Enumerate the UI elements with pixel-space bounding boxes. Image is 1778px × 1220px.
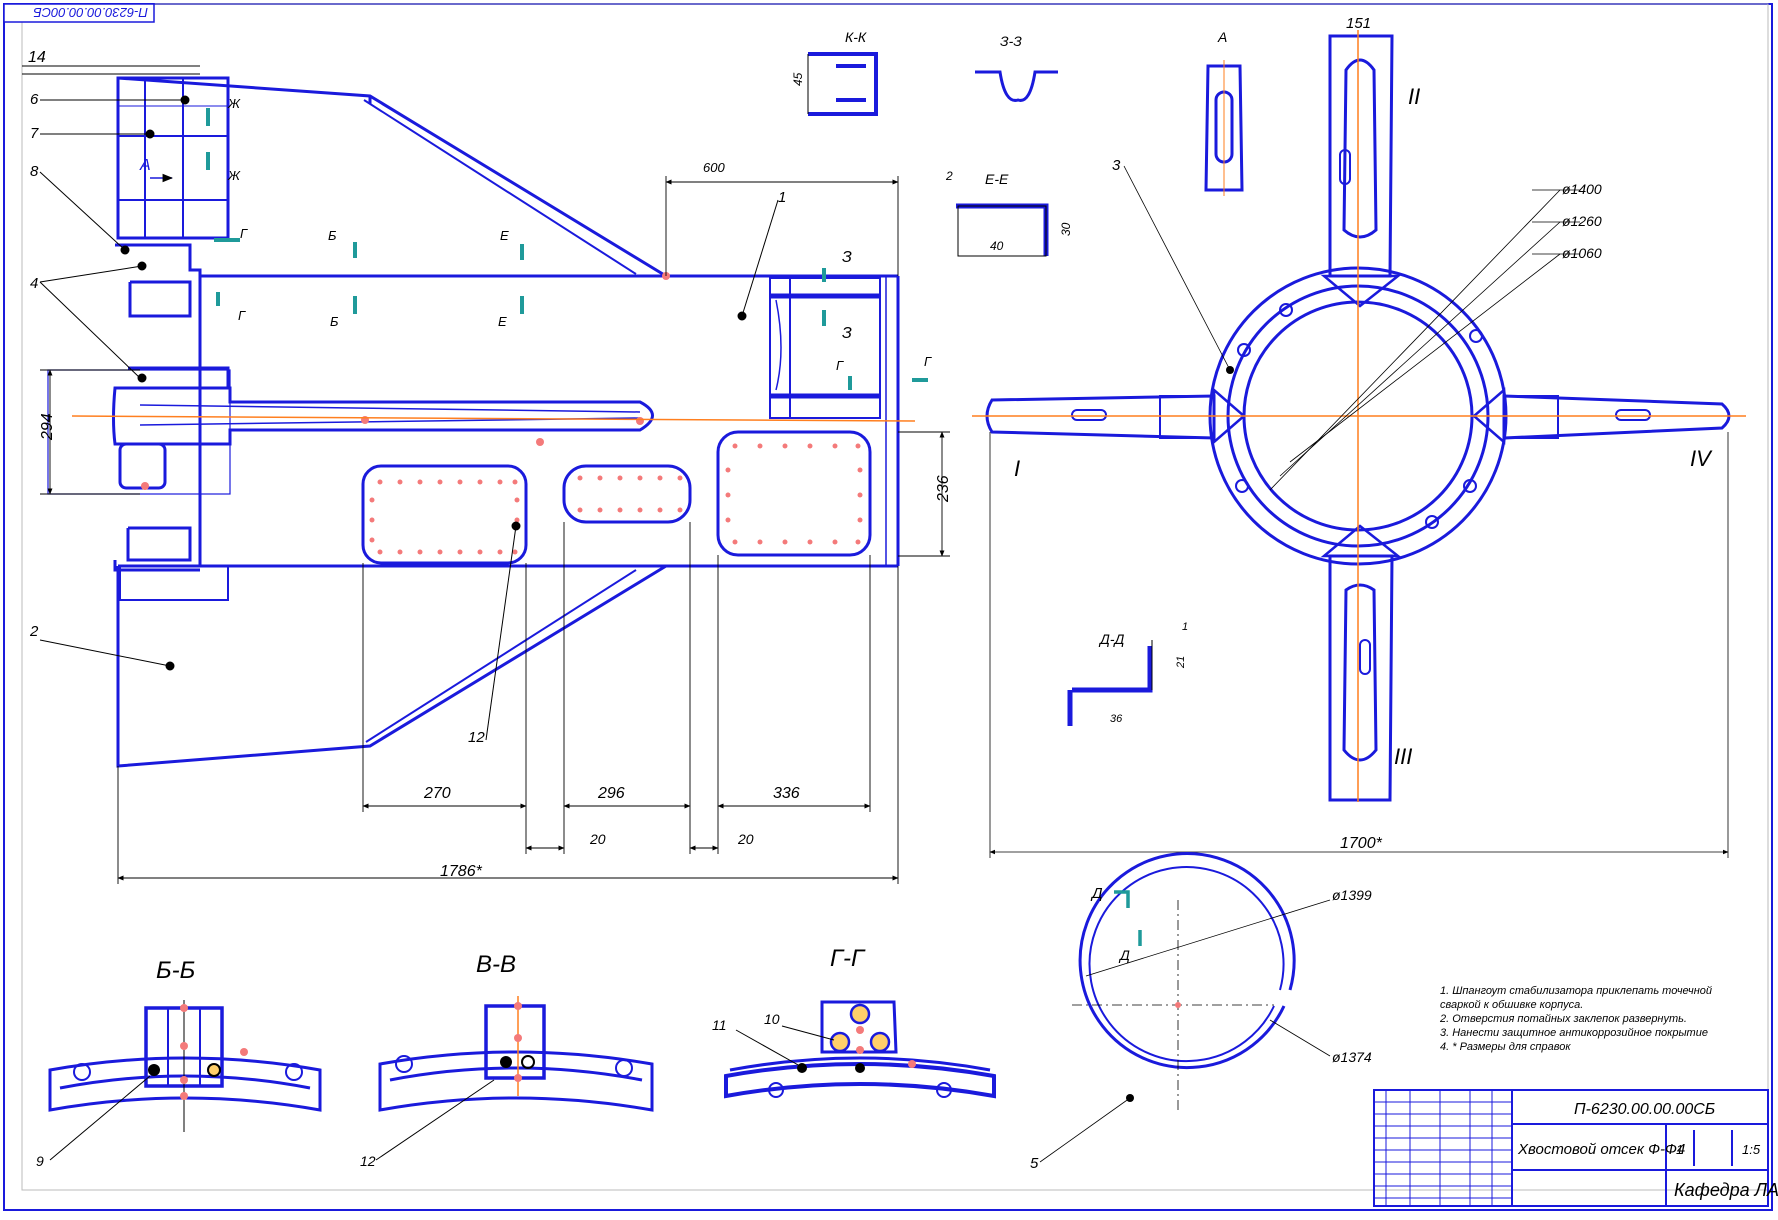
dim-20b: 20 xyxy=(737,831,754,847)
dim-20a: 20 xyxy=(589,831,606,847)
section-zz: З-З xyxy=(975,33,1058,102)
code-stamp: П-6230.00.00.00СБ xyxy=(33,5,148,20)
note-4: 4. * Размеры для справок xyxy=(1440,1041,1571,1053)
vv-callout-12: 12 xyxy=(360,1153,376,1169)
dia-1060: ø1060 xyxy=(1562,245,1602,261)
bb-callout-9: 9 xyxy=(36,1153,44,1169)
gg-callout-10: 10 xyxy=(764,1011,780,1027)
view-mark-a: А xyxy=(139,157,151,174)
title-code: П-6230.00.00.00СБ xyxy=(1574,1101,1715,1118)
section-kk: К-К 45 xyxy=(791,29,878,116)
section-dd: Д-Д 36 21 1 xyxy=(1067,621,1188,726)
roman-3: III xyxy=(1394,744,1412,769)
section-gg-title: Г-Г xyxy=(830,945,866,972)
ring-callout-5: 5 xyxy=(1030,1155,1039,1172)
section-ee: Е-Е 40 30 2 xyxy=(945,169,1073,257)
kk-dim: 45 xyxy=(791,72,805,86)
roman-1: I xyxy=(1014,456,1020,481)
dim-1700: 1700* xyxy=(1340,835,1383,852)
dim-236: 236 xyxy=(935,475,952,503)
title-block xyxy=(1373,1089,1769,1207)
fin-top-size: 151 xyxy=(1346,15,1371,32)
main-dimensions xyxy=(22,65,950,884)
note-1: 1. Шпангоут стабилизатора приклепать точ… xyxy=(1440,985,1712,997)
front-callout-3: 3 xyxy=(1112,157,1121,174)
code-stamp-box xyxy=(3,3,155,23)
technical-notes: 1. Шпангоут стабилизатора приклепать точ… xyxy=(1439,985,1712,1053)
callout-7: 7 xyxy=(30,125,39,142)
callout-4: 4 xyxy=(30,275,38,292)
ee-dim-2: 2 xyxy=(945,169,953,183)
mark-e-1: Е xyxy=(500,228,509,243)
main-axis xyxy=(71,415,916,422)
section-zz-title: З-З xyxy=(1000,33,1022,49)
mark-b-1: Б xyxy=(328,228,337,243)
gg-callout-11: 11 xyxy=(712,1017,727,1033)
rivet-points xyxy=(141,272,863,555)
dd-dim-21: 21 xyxy=(1175,656,1187,669)
callout-12: 12 xyxy=(468,729,485,746)
section-ee-title: Е-Е xyxy=(985,171,1009,187)
mark-e-2: Е xyxy=(498,314,507,329)
callout-2: 2 xyxy=(29,623,39,640)
section-a-title: А xyxy=(1217,29,1227,45)
roman-4: IV xyxy=(1690,446,1713,471)
mark-zh-2: Ж xyxy=(227,168,241,183)
section-gg: Г-Г 11 10 xyxy=(712,945,996,1099)
note-3: 3. Нанести защитное антикоррозийное покр… xyxy=(1440,1027,1708,1039)
section-vv-title: В-В xyxy=(476,951,516,978)
title-name: Хвостовой отсек Ф-Ф4 xyxy=(1517,1141,1685,1158)
dim-270: 270 xyxy=(423,785,451,802)
mark-zh-1: Ж xyxy=(227,96,241,111)
section-a: А xyxy=(1204,29,1244,196)
front-leaders xyxy=(989,165,1729,858)
ring-view xyxy=(1078,852,1296,1070)
dim-1786: 1786* xyxy=(440,863,483,880)
mark-g-2: Г xyxy=(238,308,246,323)
ring-mark-arrow: Д xyxy=(1118,947,1130,963)
section-dd-title: Д-Д xyxy=(1098,631,1125,647)
callout-8: 8 xyxy=(30,163,39,180)
ring-mark: Д xyxy=(1090,885,1103,902)
section-vv: В-В 12 xyxy=(360,951,654,1169)
section-bb: Б-Б 9 xyxy=(36,957,322,1169)
note-1b: сваркой к обшивке корпуса. xyxy=(1440,999,1583,1011)
roman-2: II xyxy=(1408,84,1420,109)
dim-294: 294 xyxy=(39,413,56,441)
dia-1260: ø1260 xyxy=(1562,213,1602,229)
mark-z-1: З xyxy=(842,249,852,266)
front-view-axes xyxy=(972,30,1746,802)
dim-600: 600 xyxy=(703,160,725,175)
ee-dim-40: 40 xyxy=(990,239,1004,253)
callout-1: 1 xyxy=(778,189,786,206)
dia-1374: ø1374 xyxy=(1332,1049,1372,1065)
mark-g-4: Г xyxy=(924,354,932,369)
dim-14: 14 xyxy=(28,49,46,66)
dd-dim-1: 1 xyxy=(1182,621,1188,633)
dia-1399: ø1399 xyxy=(1332,887,1372,903)
mark-z-2: З xyxy=(842,325,852,342)
mark-g-1: Г xyxy=(240,226,248,241)
dia-1400: ø1400 xyxy=(1562,181,1602,197)
title-sheet: 1 xyxy=(1676,1142,1683,1157)
section-kk-title: К-К xyxy=(845,29,867,45)
callout-6: 6 xyxy=(30,91,39,108)
section-bb-title: Б-Б xyxy=(156,957,195,984)
dim-336: 336 xyxy=(773,785,800,802)
callout-leaders xyxy=(39,95,779,741)
section-markers xyxy=(206,108,928,390)
note-2: 2. Отверстия потайных заклепок развернут… xyxy=(1439,1013,1687,1025)
mark-b-2: Б xyxy=(330,314,339,329)
main-side-view xyxy=(47,76,900,768)
ee-dim-30: 30 xyxy=(1059,222,1073,236)
dd-dim-36: 36 xyxy=(1110,713,1123,725)
title-department: Кафедра ЛА xyxy=(1674,1180,1778,1200)
title-scale: 1:5 xyxy=(1742,1142,1761,1157)
mark-g-3: Г xyxy=(836,358,844,373)
dim-296: 296 xyxy=(597,785,625,802)
